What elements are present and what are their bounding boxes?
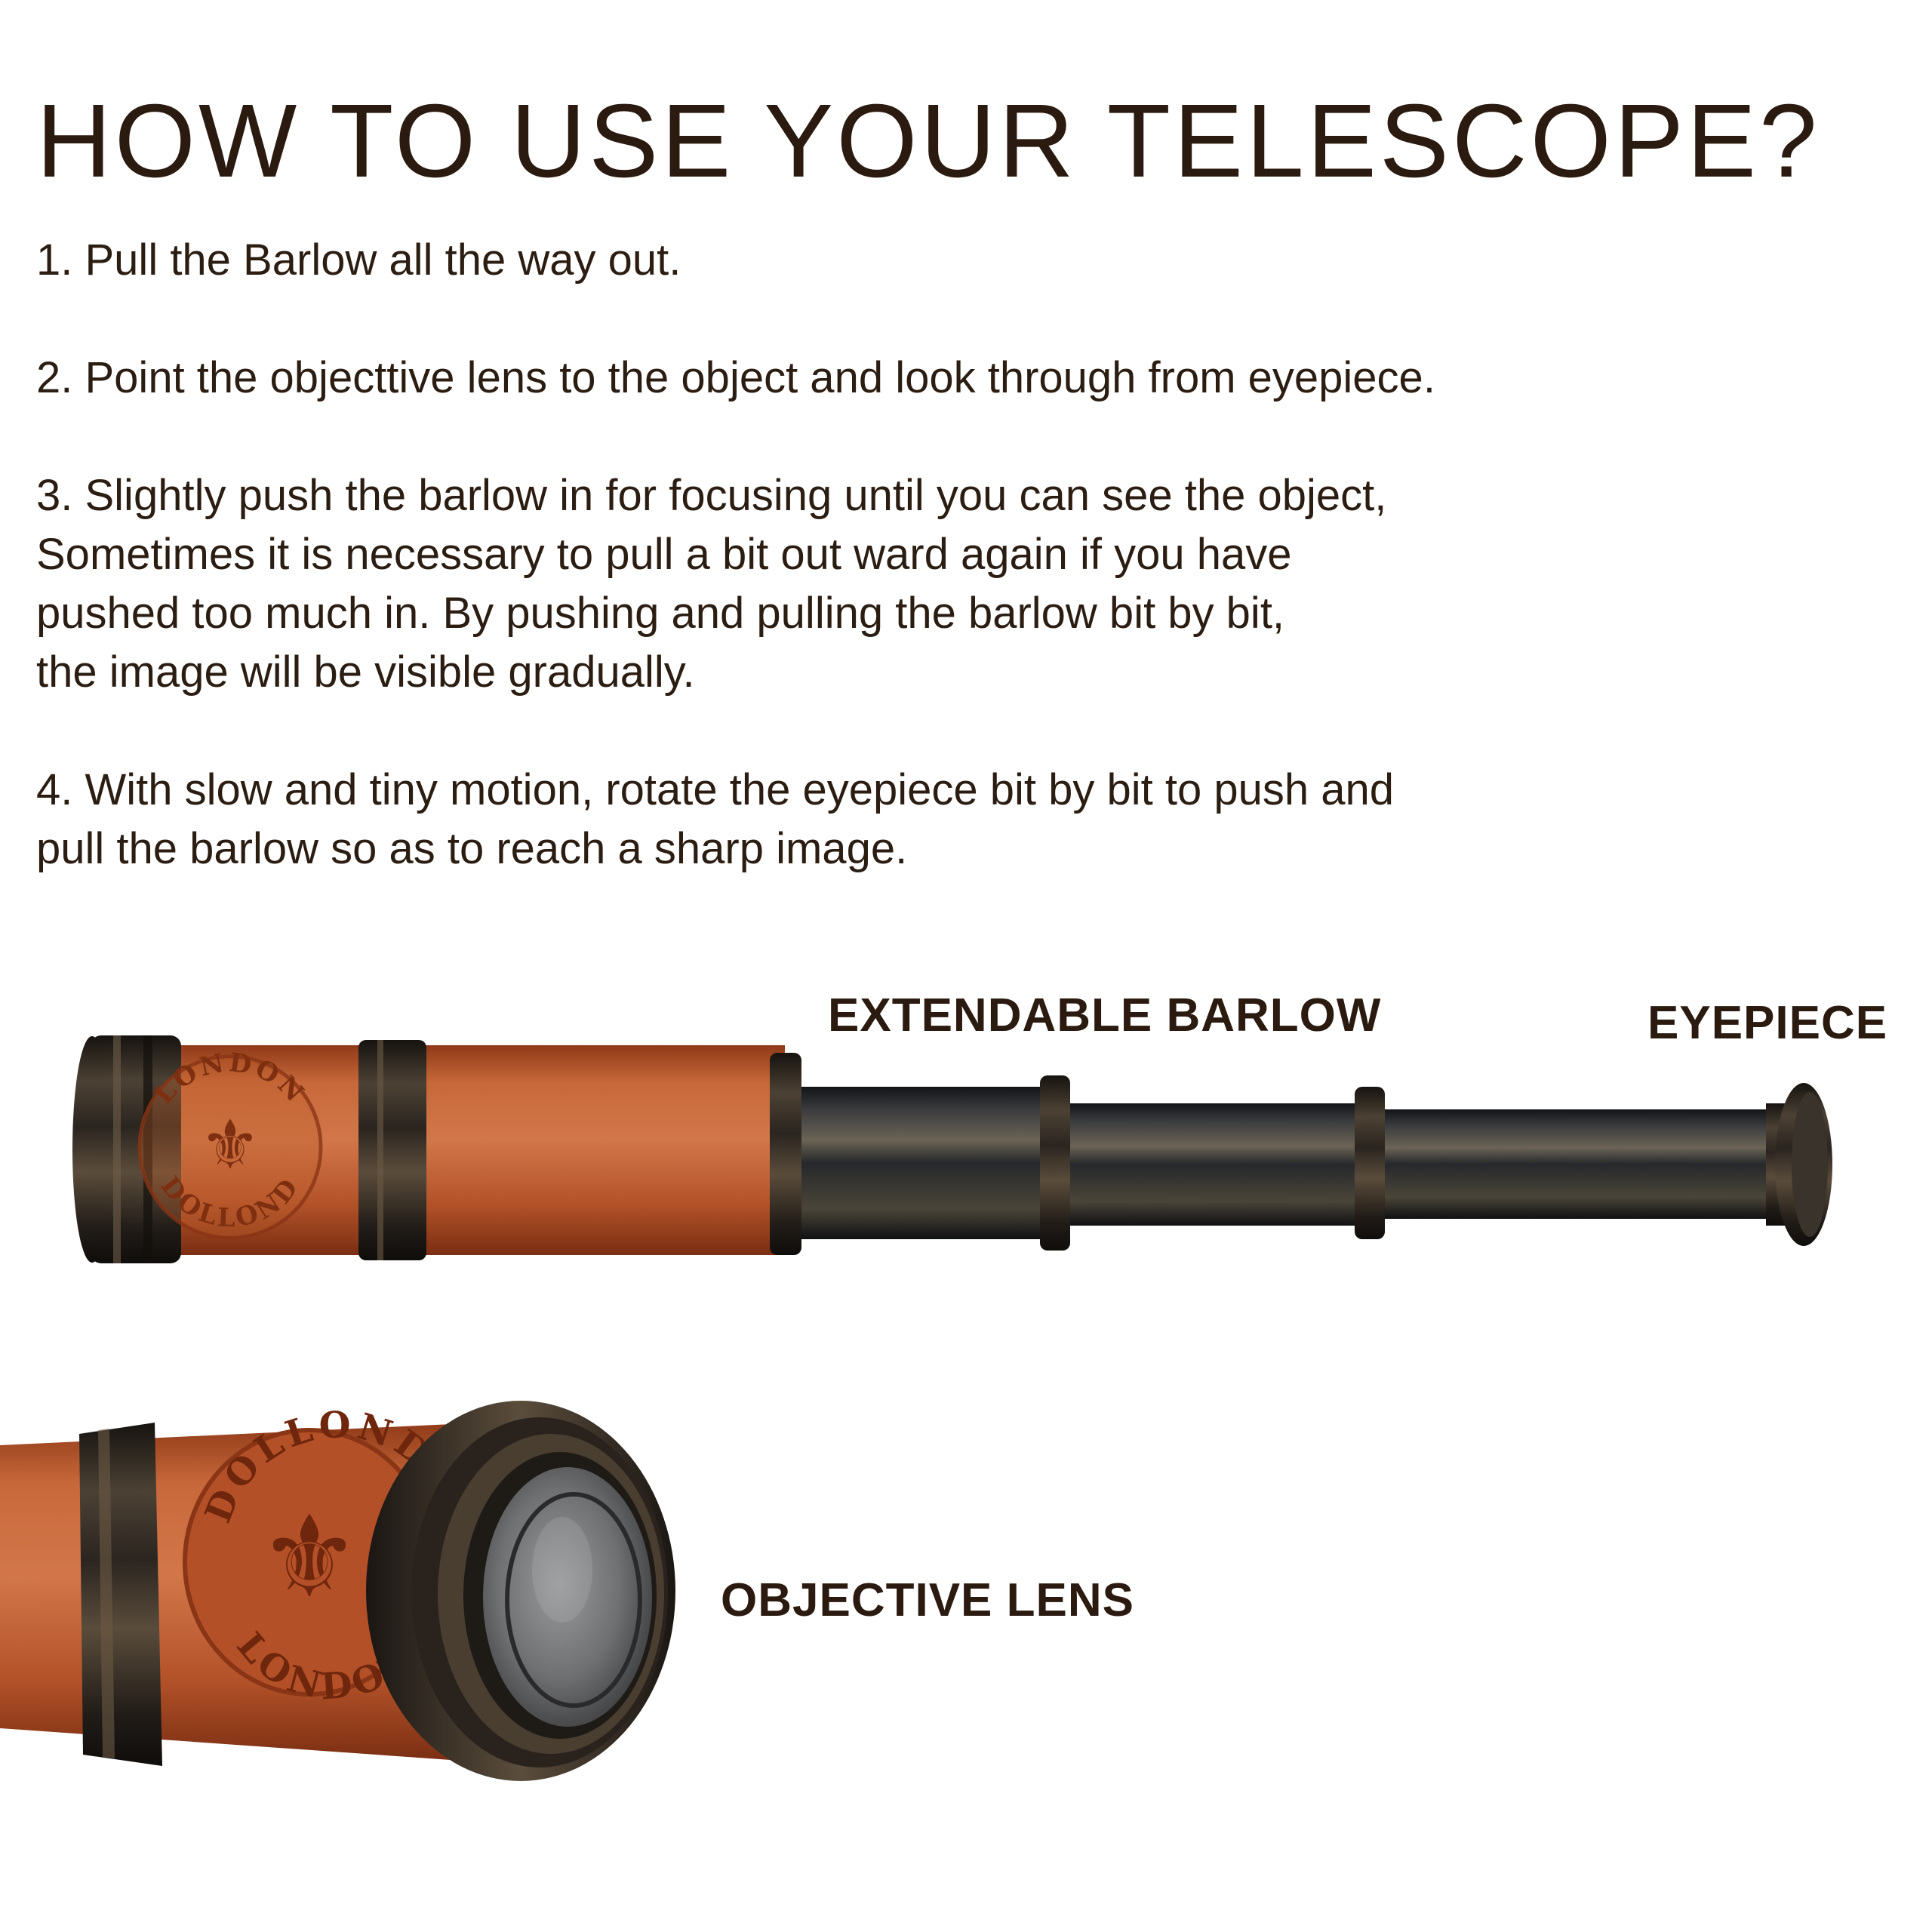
label-objective-lens: OBJECTIVE LENS xyxy=(721,1574,1134,1626)
step-3: 3. Slightly push the barlow in for focus… xyxy=(36,466,1697,702)
step-1: 1. Pull the Barlow all the way out. xyxy=(36,231,1697,290)
label-eyepiece: EYEPIECE xyxy=(1647,997,1888,1049)
step-4: 4. With slow and tiny motion, rotate the… xyxy=(36,761,1697,878)
instructions-list: 1. Pull the Barlow all the way out. 2. P… xyxy=(36,231,1697,937)
step-line: Sometimes it is necessary to pull a bit … xyxy=(36,530,1292,579)
label-extendable-barlow: EXTENDABLE BARLOW xyxy=(828,989,1382,1041)
step-line: pushed too much in. By pushing and pulli… xyxy=(36,589,1285,638)
step-line: 4. With slow and tiny motion, rotate the… xyxy=(36,765,1395,814)
step-2: 2. Point the objecttive lens to the obje… xyxy=(36,349,1697,408)
fleur-de-lis-icon: ⚜ xyxy=(200,1106,261,1185)
step-line: 1. Pull the Barlow all the way out. xyxy=(36,235,681,285)
step-line: the image will be visible gradually. xyxy=(36,648,695,697)
extended-telescope: LONDON DOLLOND ⚜ xyxy=(72,1035,1832,1263)
step-line: pull the barlow so as to reach a sharp i… xyxy=(36,824,908,873)
fleur-de-lis-icon: ⚜ xyxy=(259,1492,360,1623)
step-line: 3. Slightly push the barlow in for focus… xyxy=(36,471,1387,520)
step-line: 2. Point the objecttive lens to the obje… xyxy=(36,353,1435,402)
objective-closeup: DOLLOND LONDON ⚜ xyxy=(0,1401,675,1781)
page-title: HOW TO USE YOUR TELESCOPE? xyxy=(36,83,1820,199)
